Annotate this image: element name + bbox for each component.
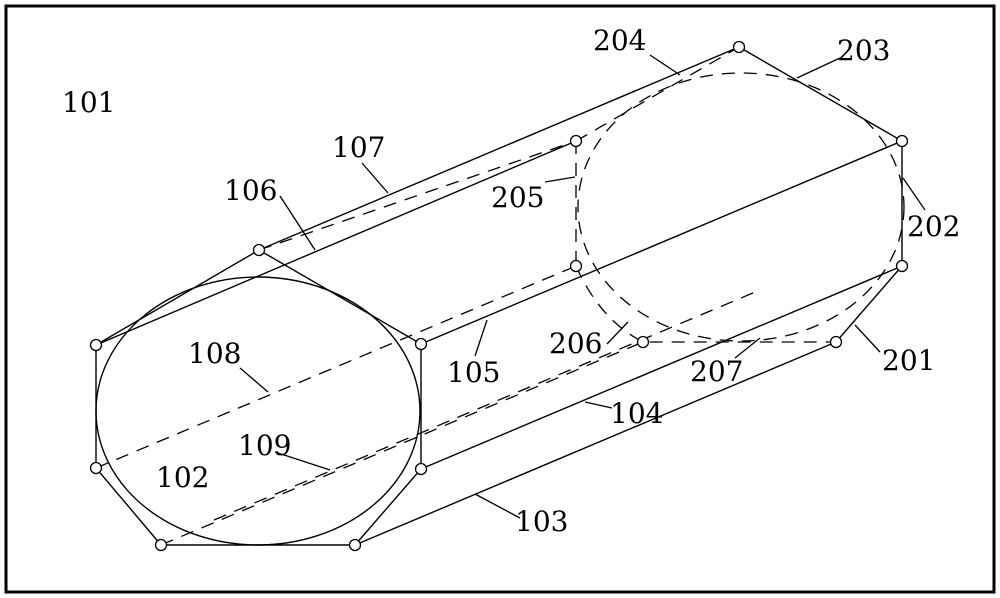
leader-202 [902, 177, 926, 211]
leader-207 [734, 337, 761, 359]
vertex-node [895, 134, 909, 148]
edge-lower-right [420, 265, 903, 470]
leader-205 [544, 176, 576, 183]
label-202: 202 [907, 210, 960, 243]
label-107: 107 [332, 131, 385, 164]
vertex-node [569, 259, 583, 273]
hidden-edge-1 [258, 140, 577, 251]
label-105: 105 [447, 356, 500, 389]
label-109: 109 [238, 429, 291, 462]
vertex-node [895, 259, 909, 273]
label-104: 104 [610, 397, 663, 430]
label-205: 205 [491, 181, 544, 214]
figure-border [4, 4, 996, 594]
label-108: 108 [188, 337, 241, 370]
leader-108 [239, 367, 269, 393]
label-207: 207 [690, 355, 743, 388]
label-102: 102 [156, 461, 209, 494]
leader-109 [274, 451, 331, 471]
label-101: 101 [62, 86, 115, 119]
label-206: 206 [549, 327, 602, 360]
vertex-node [636, 335, 650, 349]
label-201: 201 [882, 344, 935, 377]
hidden-edge-2 [95, 265, 577, 469]
label-203: 203 [837, 34, 890, 67]
vertex-node [414, 462, 428, 476]
leader-203 [796, 57, 841, 79]
vertex-node [829, 335, 843, 349]
leader-204 [649, 54, 681, 76]
edge-top [258, 46, 740, 251]
back-octagon-hidden [575, 46, 836, 343]
vertex-node [89, 461, 103, 475]
edge-upper-right [420, 140, 903, 345]
edge-bottom [354, 341, 837, 546]
leader-201 [854, 324, 881, 353]
vertex-node [348, 538, 362, 552]
hidden-edge-3 [160, 341, 644, 546]
vertex-node [252, 243, 266, 257]
vertex-node [732, 40, 746, 54]
front-octagon-face [95, 249, 422, 546]
back-octagon-visible [738, 46, 903, 343]
leader-106 [279, 195, 316, 251]
edge-upper-left-tangent [95, 140, 577, 346]
leader-104 [584, 401, 613, 409]
leader-103 [474, 493, 521, 519]
front-circle [95, 276, 421, 546]
vertex-node [89, 338, 103, 352]
label-106: 106 [224, 174, 277, 207]
leader-105 [474, 319, 488, 357]
leader-107 [361, 162, 389, 194]
vertex-node [569, 134, 583, 148]
label-103: 103 [515, 505, 568, 538]
back-circle [577, 72, 905, 342]
hidden-edge-4 [213, 289, 761, 521]
vertex-node [414, 337, 428, 351]
label-204: 204 [593, 24, 646, 57]
leader-206 [606, 321, 629, 345]
vertex-node [154, 538, 168, 552]
